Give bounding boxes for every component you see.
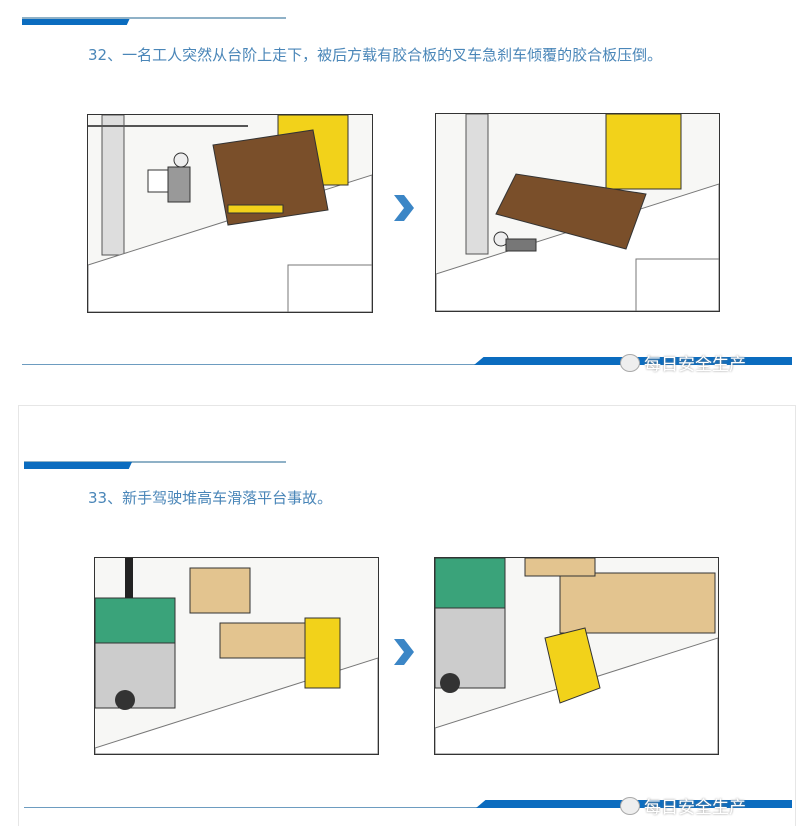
watermark: 每日安全生产 xyxy=(620,350,746,375)
chevron-right-icon xyxy=(394,195,414,221)
illustration-before xyxy=(94,557,379,755)
section-title: 32、一名工人突然从台阶上走下，被后方载有胶合板的叉车急刹车倾覆的胶合板压倒。 xyxy=(88,46,663,64)
watermark: 每日安全生产 xyxy=(620,793,746,818)
wechat-icon xyxy=(620,796,640,815)
section-title: 33、新手驾驶堆高车滑落平台事故。 xyxy=(88,489,333,507)
section-footer-line xyxy=(22,364,482,365)
illustration-after xyxy=(434,557,719,755)
illustration-before xyxy=(87,114,373,313)
illustration-after xyxy=(435,113,720,312)
watermark-text: 每日安全生产 xyxy=(644,355,746,375)
section-header-line xyxy=(24,461,286,463)
section-footer-line xyxy=(24,807,484,808)
wechat-icon xyxy=(620,353,640,372)
section-header-line xyxy=(22,17,286,19)
section-card xyxy=(18,405,796,826)
watermark-text: 每日安全生产 xyxy=(644,798,746,818)
section-header-bar xyxy=(22,18,130,25)
section-header-bar xyxy=(24,462,132,469)
chevron-right-icon xyxy=(394,639,414,665)
